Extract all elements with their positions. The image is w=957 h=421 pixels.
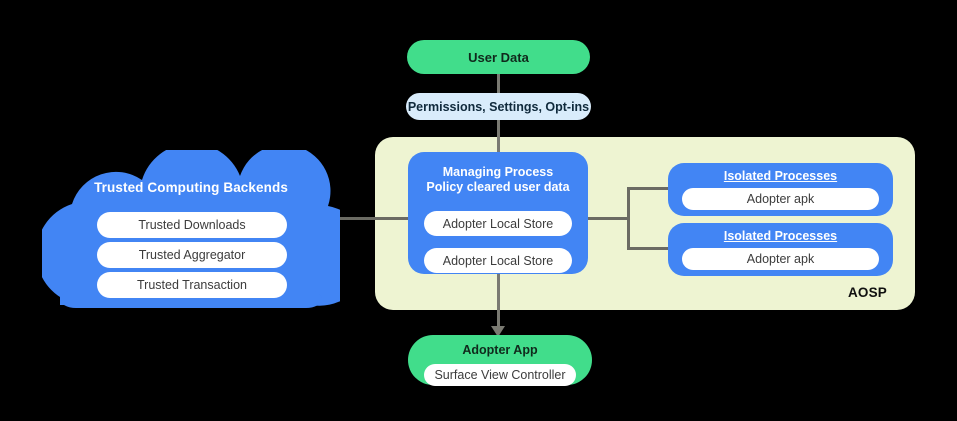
connector-managing-process-to-branch xyxy=(586,217,630,220)
surface-view-controller-label: Surface View Controller xyxy=(434,368,566,382)
adopter-app-title: Adopter App xyxy=(462,343,538,357)
adopter-apk-label: Adopter apk xyxy=(746,192,815,206)
connector-branch-vertical xyxy=(627,187,630,250)
cloud-item-trusted-downloads: Trusted Downloads xyxy=(97,212,287,238)
surface-view-controller-pill: Surface View Controller xyxy=(424,364,576,386)
cloud-title: Trusted Computing Backends xyxy=(94,180,288,195)
adopter-local-store-label: Adopter Local Store xyxy=(442,253,554,268)
aosp-panel-label: AOSP xyxy=(847,285,887,300)
adopter-app-node: Adopter App Surface View Controller xyxy=(408,335,592,386)
connector-user-data-to-permissions xyxy=(497,70,500,95)
trusted-computing-backends-cloud: Trusted Computing Backends Trusted Downl… xyxy=(42,150,340,308)
connector-cloud-to-managing-process xyxy=(318,217,410,220)
managing-process-node: Managing Process Policy cleared user dat… xyxy=(408,152,588,274)
managing-process-title-line1: Managing Process xyxy=(442,165,554,179)
adopter-local-store-label: Adopter Local Store xyxy=(442,216,554,231)
user-data-node: User Data xyxy=(407,40,590,74)
adopter-apk-pill: Adopter apk xyxy=(682,248,879,270)
cloud-item-label: Trusted Downloads xyxy=(138,218,246,232)
arrowhead-down-icon xyxy=(491,326,505,337)
adopter-apk-pill: Adopter apk xyxy=(682,188,879,210)
isolated-process-node-1: Isolated Processes Adopter apk xyxy=(668,163,893,216)
cloud-item-trusted-aggregator: Trusted Aggregator xyxy=(97,242,287,268)
adopter-local-store-pill-1: Adopter Local Store xyxy=(424,211,572,236)
managing-process-title-line2: Policy cleared user data xyxy=(426,180,570,194)
connector-permissions-to-managing-process xyxy=(497,118,500,153)
connector-branch-to-isolated-process-1 xyxy=(627,187,671,190)
permissions-label: Permissions, Settings, Opt-ins xyxy=(407,99,590,114)
isolated-process-title: Isolated Processes xyxy=(723,229,838,243)
adopter-local-store-pill-2: Adopter Local Store xyxy=(424,248,572,273)
cloud-item-label: Trusted Transaction xyxy=(136,278,247,292)
cloud-item-trusted-transaction: Trusted Transaction xyxy=(97,272,287,298)
adopter-apk-label: Adopter apk xyxy=(746,252,815,266)
isolated-process-title: Isolated Processes xyxy=(723,169,838,183)
isolated-process-node-2: Isolated Processes Adopter apk xyxy=(668,223,893,276)
cloud-item-label: Trusted Aggregator xyxy=(138,248,246,262)
user-data-label: User Data xyxy=(468,49,529,65)
connector-branch-to-isolated-process-2 xyxy=(627,247,671,250)
connector-managing-process-to-adopter-app xyxy=(497,272,500,330)
permissions-settings-optins-node: Permissions, Settings, Opt-ins xyxy=(406,93,591,120)
